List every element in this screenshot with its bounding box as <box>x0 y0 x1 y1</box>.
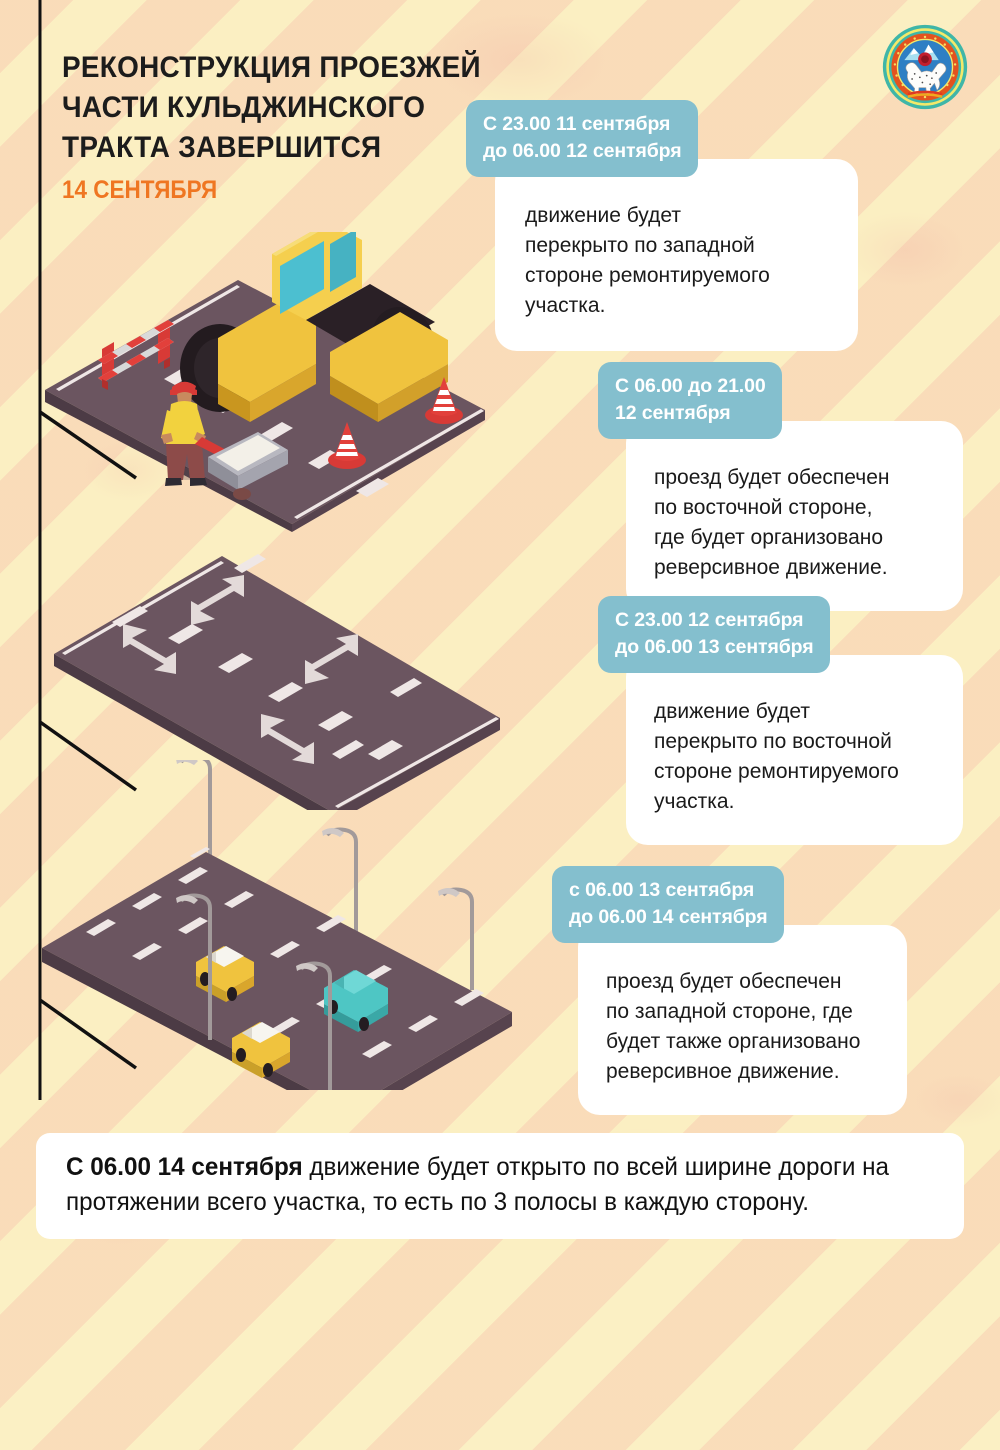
card-3-time-badge: С 23.00 12 сентября до 06.00 13 сентября <box>598 596 830 673</box>
card-2-body-text: проезд будет обеспечен по восточной стор… <box>626 421 963 611</box>
bottom-banner-text: С 06.00 14 сентября движение будет откры… <box>66 1150 912 1220</box>
page-title: РЕКОНСТРУКЦИЯ ПРОЕЗЖЕЙ ЧАСТИ КУЛЬДЖИНСКО… <box>62 48 481 207</box>
card-3-body-text: движение будет перекрыто по восточной ст… <box>626 655 963 845</box>
almaty-emblem-icon <box>882 24 968 110</box>
schedule-card-2: С 06.00 до 21.00 12 сентября проезд буде… <box>598 362 963 611</box>
bottom-banner-bold-lead: С 06.00 14 сентября <box>66 1153 303 1181</box>
bottom-summary-banner: С 06.00 14 сентября движение будет откры… <box>36 1133 964 1239</box>
title-line-3: ТРАКТА ЗАВЕРШИТСЯ <box>62 131 382 164</box>
title-line-2: ЧАСТИ КУЛЬДЖИНСКОГО <box>62 91 426 124</box>
schedule-card-1: С 23.00 11 сентября до 06.00 12 сентября… <box>466 100 858 351</box>
reversible-lane-illustration <box>54 554 500 810</box>
open-road-illustration <box>42 760 512 1090</box>
schedule-card-4: с 06.00 13 сентября до 06.00 14 сентября… <box>552 866 907 1115</box>
bottom-banner-rest: движение будет открыто по всей ширине до… <box>66 1153 889 1216</box>
title-line-1: РЕКОНСТРУКЦИЯ ПРОЕЗЖЕЙ <box>62 51 481 84</box>
card-1-time-badge: С 23.00 11 сентября до 06.00 12 сентября <box>466 100 698 177</box>
card-1-body-text: движение будет перекрыто по западной сто… <box>495 159 858 351</box>
card-4-body-text: проезд будет обеспечен по западной сторо… <box>578 925 907 1115</box>
road-repair-illustration <box>45 232 485 532</box>
card-4-time-badge: с 06.00 13 сентября до 06.00 14 сентября <box>552 866 784 943</box>
card-2-time-badge: С 06.00 до 21.00 12 сентября <box>598 362 782 439</box>
title-completion-date: 14 СЕНТЯБРЯ <box>62 176 218 204</box>
schedule-card-3: С 23.00 12 сентября до 06.00 13 сентября… <box>598 596 963 845</box>
